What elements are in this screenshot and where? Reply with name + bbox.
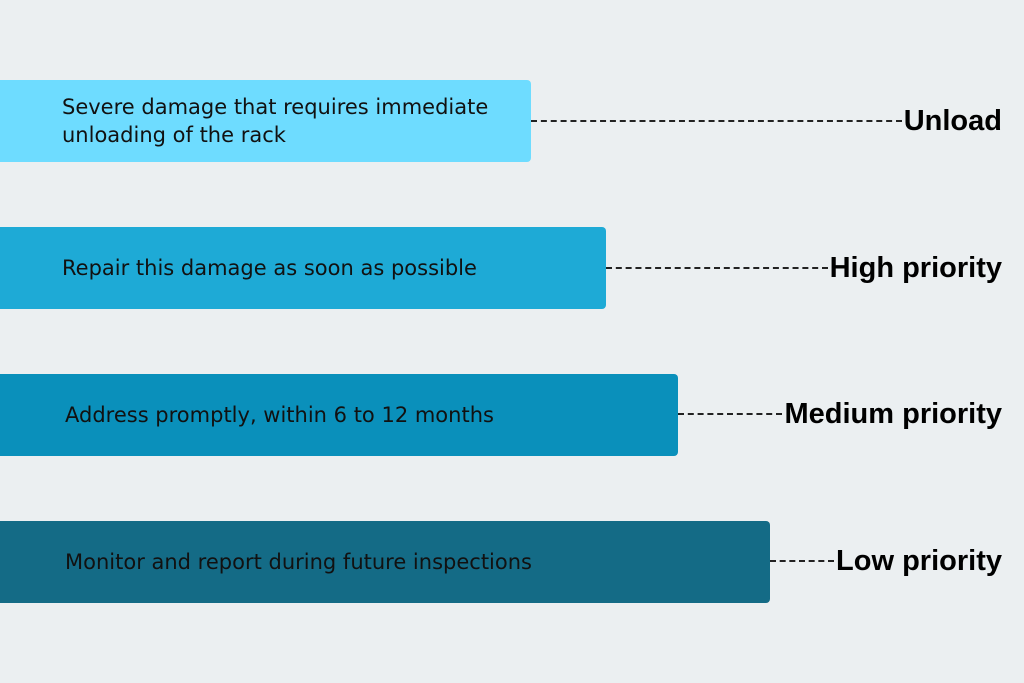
level-bar-low: Monitor and report during future inspect… (0, 521, 770, 603)
level-label: Unload (903, 104, 1002, 137)
level-bar-high: Repair this damage as soon as possible (0, 227, 606, 309)
dashed-line (770, 560, 835, 562)
level-label: High priority (829, 251, 1002, 284)
level-connector-low: Low priority (770, 541, 1002, 581)
level-description: Repair this damage as soon as possible (62, 256, 477, 280)
level-connector-unload: Unload (531, 101, 1002, 141)
level-connector-medium: Medium priority (678, 394, 1002, 434)
level-label: Low priority (836, 544, 1002, 577)
dashed-line (678, 413, 783, 415)
level-bar-medium: Address promptly, within 6 to 12 months (0, 374, 678, 456)
level-description: Monitor and report during future inspect… (65, 550, 532, 574)
level-bar-unload: Severe damage that requires immediate un… (0, 80, 531, 162)
level-description: Severe damage that requires immediate un… (62, 95, 489, 147)
dashed-line (531, 120, 902, 122)
level-connector-high: High priority (606, 248, 1002, 288)
dashed-line (606, 267, 828, 269)
level-description: Address promptly, within 6 to 12 months (65, 403, 494, 427)
level-label: Medium priority (784, 397, 1002, 430)
